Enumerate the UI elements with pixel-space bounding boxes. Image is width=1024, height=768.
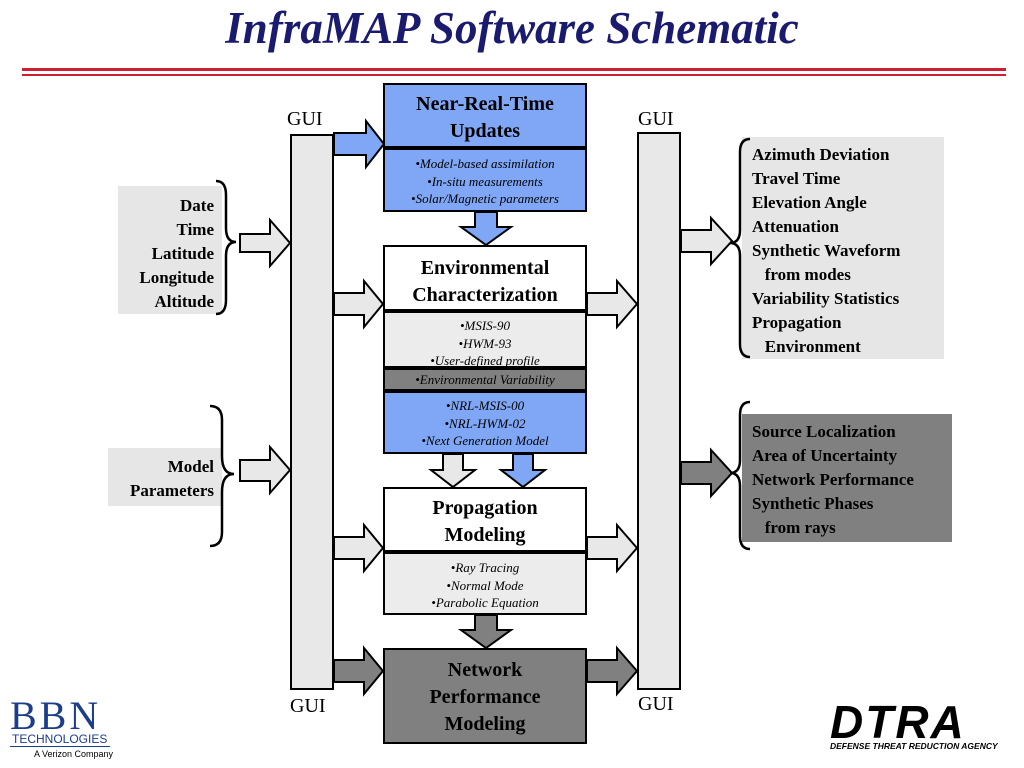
arrow-gui-to-nrt	[333, 118, 386, 170]
output-propagation: Propagation	[752, 313, 842, 332]
arrow-prop-to-gui	[586, 522, 639, 574]
network-outputs: Source Localization Area of Uncertainty …	[742, 414, 952, 542]
env-item: •HWM-93	[458, 335, 512, 351]
prop-item: •Ray Tracing	[450, 560, 520, 575]
brace-model-parameters	[209, 404, 235, 548]
input-longitude: Longitude	[139, 268, 214, 287]
nrt-item: •Solar/Magnetic parameters	[411, 191, 559, 206]
output-from-modes: from modes	[752, 265, 851, 284]
input-latitude: Latitude	[151, 244, 214, 263]
title-rule-top	[22, 68, 1006, 71]
env-characterization-details: •MSIS-90 •HWM-93 •User-defined profile	[383, 311, 587, 368]
nrt-title-line-2: Updates	[449, 120, 520, 142]
output-area-of-uncertainty: Area of Uncertainty	[752, 446, 898, 465]
output-from-rays: from rays	[752, 518, 836, 537]
page-title: InfraMAP Software Schematic	[225, 3, 799, 53]
output-source-localization: Source Localization	[752, 422, 896, 441]
env-item: •MSIS-90	[459, 318, 511, 333]
propagation-modeling-details: •Ray Tracing •Normal Mode •Parabolic Equ…	[383, 552, 587, 615]
arrow-prop-to-network	[457, 614, 515, 650]
output-environment: Environment	[752, 337, 861, 356]
input-model: Model	[167, 457, 214, 476]
arrow-gui-to-prop-outputs	[680, 215, 734, 267]
gui-label-top-right: GUI	[638, 108, 674, 130]
network-title-line-1: Network	[447, 659, 523, 681]
output-synthetic-waveform: Synthetic Waveform	[752, 241, 901, 260]
prop-item: •Parabolic Equation	[431, 595, 539, 610]
arrow-gui-to-prop	[333, 522, 385, 574]
output-synthetic-phases: Synthetic Phases	[752, 494, 874, 513]
nrt-updates-header: Near-Real-Time Updates	[383, 83, 587, 148]
input-parameters: Parameters	[129, 481, 214, 500]
prop-title-line-2: Modeling	[444, 524, 526, 546]
arrow-env-to-gui	[586, 278, 639, 330]
gui-label-bottom-right: GUI	[638, 693, 674, 715]
nrt-item: •Model-based assimilation	[415, 156, 555, 171]
input-date: Date	[180, 196, 214, 215]
nrt-updates-details: •Model-based assimilation •In-situ measu…	[383, 148, 587, 212]
arrow-env-to-prop-light	[428, 453, 478, 489]
network-performance-box: Network Performance Modeling	[383, 648, 587, 744]
model-parameters-input: Model Parameters	[108, 448, 222, 506]
nrt-item: •In-situ measurements	[427, 173, 543, 189]
arrow-nrt-to-env	[457, 211, 515, 247]
brace-time-location	[215, 179, 237, 316]
input-time: Time	[176, 220, 214, 239]
output-network-performance: Network Performance	[752, 470, 914, 489]
bbn-verizon-tagline: A Verizon Company	[34, 749, 114, 759]
arrow-gui-to-env	[333, 278, 385, 330]
output-travel-time: Travel Time	[752, 169, 841, 188]
arrow-params-to-gui	[239, 444, 292, 496]
output-elevation-angle: Elevation Angle	[752, 193, 867, 212]
input-altitude: Altitude	[154, 292, 215, 311]
prop-title-line-1: Propagation	[432, 497, 538, 519]
bbn-logo-rule	[10, 746, 110, 747]
env-title-line-1: Environmental	[420, 257, 550, 279]
brace-propagation-outputs	[729, 137, 751, 359]
gui-bar-left	[290, 134, 334, 690]
env-variability-band: •Environmental Variability	[383, 368, 587, 391]
time-location-inputs: Date Time Latitude Longitude Altitude	[118, 186, 222, 314]
bbn-technologies-text: TECHNOLOGIES	[12, 732, 108, 746]
arrow-gui-to-network-outputs	[680, 447, 734, 499]
env-next-models: •NRL-MSIS-00 •NRL-HWM-02 •Next Generatio…	[383, 391, 587, 454]
output-azimuth-deviation: Azimuth Deviation	[752, 145, 890, 164]
output-variability-statistics: Variability Statistics	[752, 289, 900, 308]
brace-network-outputs	[729, 400, 751, 551]
title-rule-bottom	[22, 74, 1006, 76]
env-item: •User-defined profile	[430, 353, 540, 368]
env-title-line-2: Characterization	[412, 284, 558, 306]
propagation-outputs: Azimuth Deviation Travel Time Elevation …	[742, 137, 944, 359]
env-characterization-header: Environmental Characterization	[383, 245, 587, 311]
gui-bar-right	[637, 132, 681, 690]
dtra-logo: DTRA	[830, 696, 966, 748]
nrt-title-line-1: Near-Real-Time	[416, 93, 554, 115]
propagation-modeling-header: Propagation Modeling	[383, 487, 587, 552]
network-title-line-2: Performance	[429, 686, 541, 708]
gui-label-top-left: GUI	[287, 108, 323, 130]
network-title-line-3: Modeling	[444, 713, 526, 735]
prop-item: •Normal Mode	[446, 577, 524, 593]
arrow-network-to-gui	[586, 645, 639, 697]
dtra-tagline: DEFENSE THREAT REDUCTION AGENCY	[830, 741, 998, 751]
arrow-inputs-to-gui	[239, 217, 292, 269]
env-next-item: •Next Generation Model	[421, 433, 549, 448]
env-next-item: •NRL-MSIS-00	[445, 398, 525, 413]
gui-label-bottom-left: GUI	[290, 695, 326, 717]
output-attenuation: Attenuation	[752, 217, 839, 236]
arrow-env-to-prop-blue	[498, 453, 548, 489]
env-next-item: •NRL-HWM-02	[444, 415, 526, 431]
bbn-logo: BBN	[10, 693, 102, 738]
arrow-gui-to-network	[333, 645, 385, 697]
